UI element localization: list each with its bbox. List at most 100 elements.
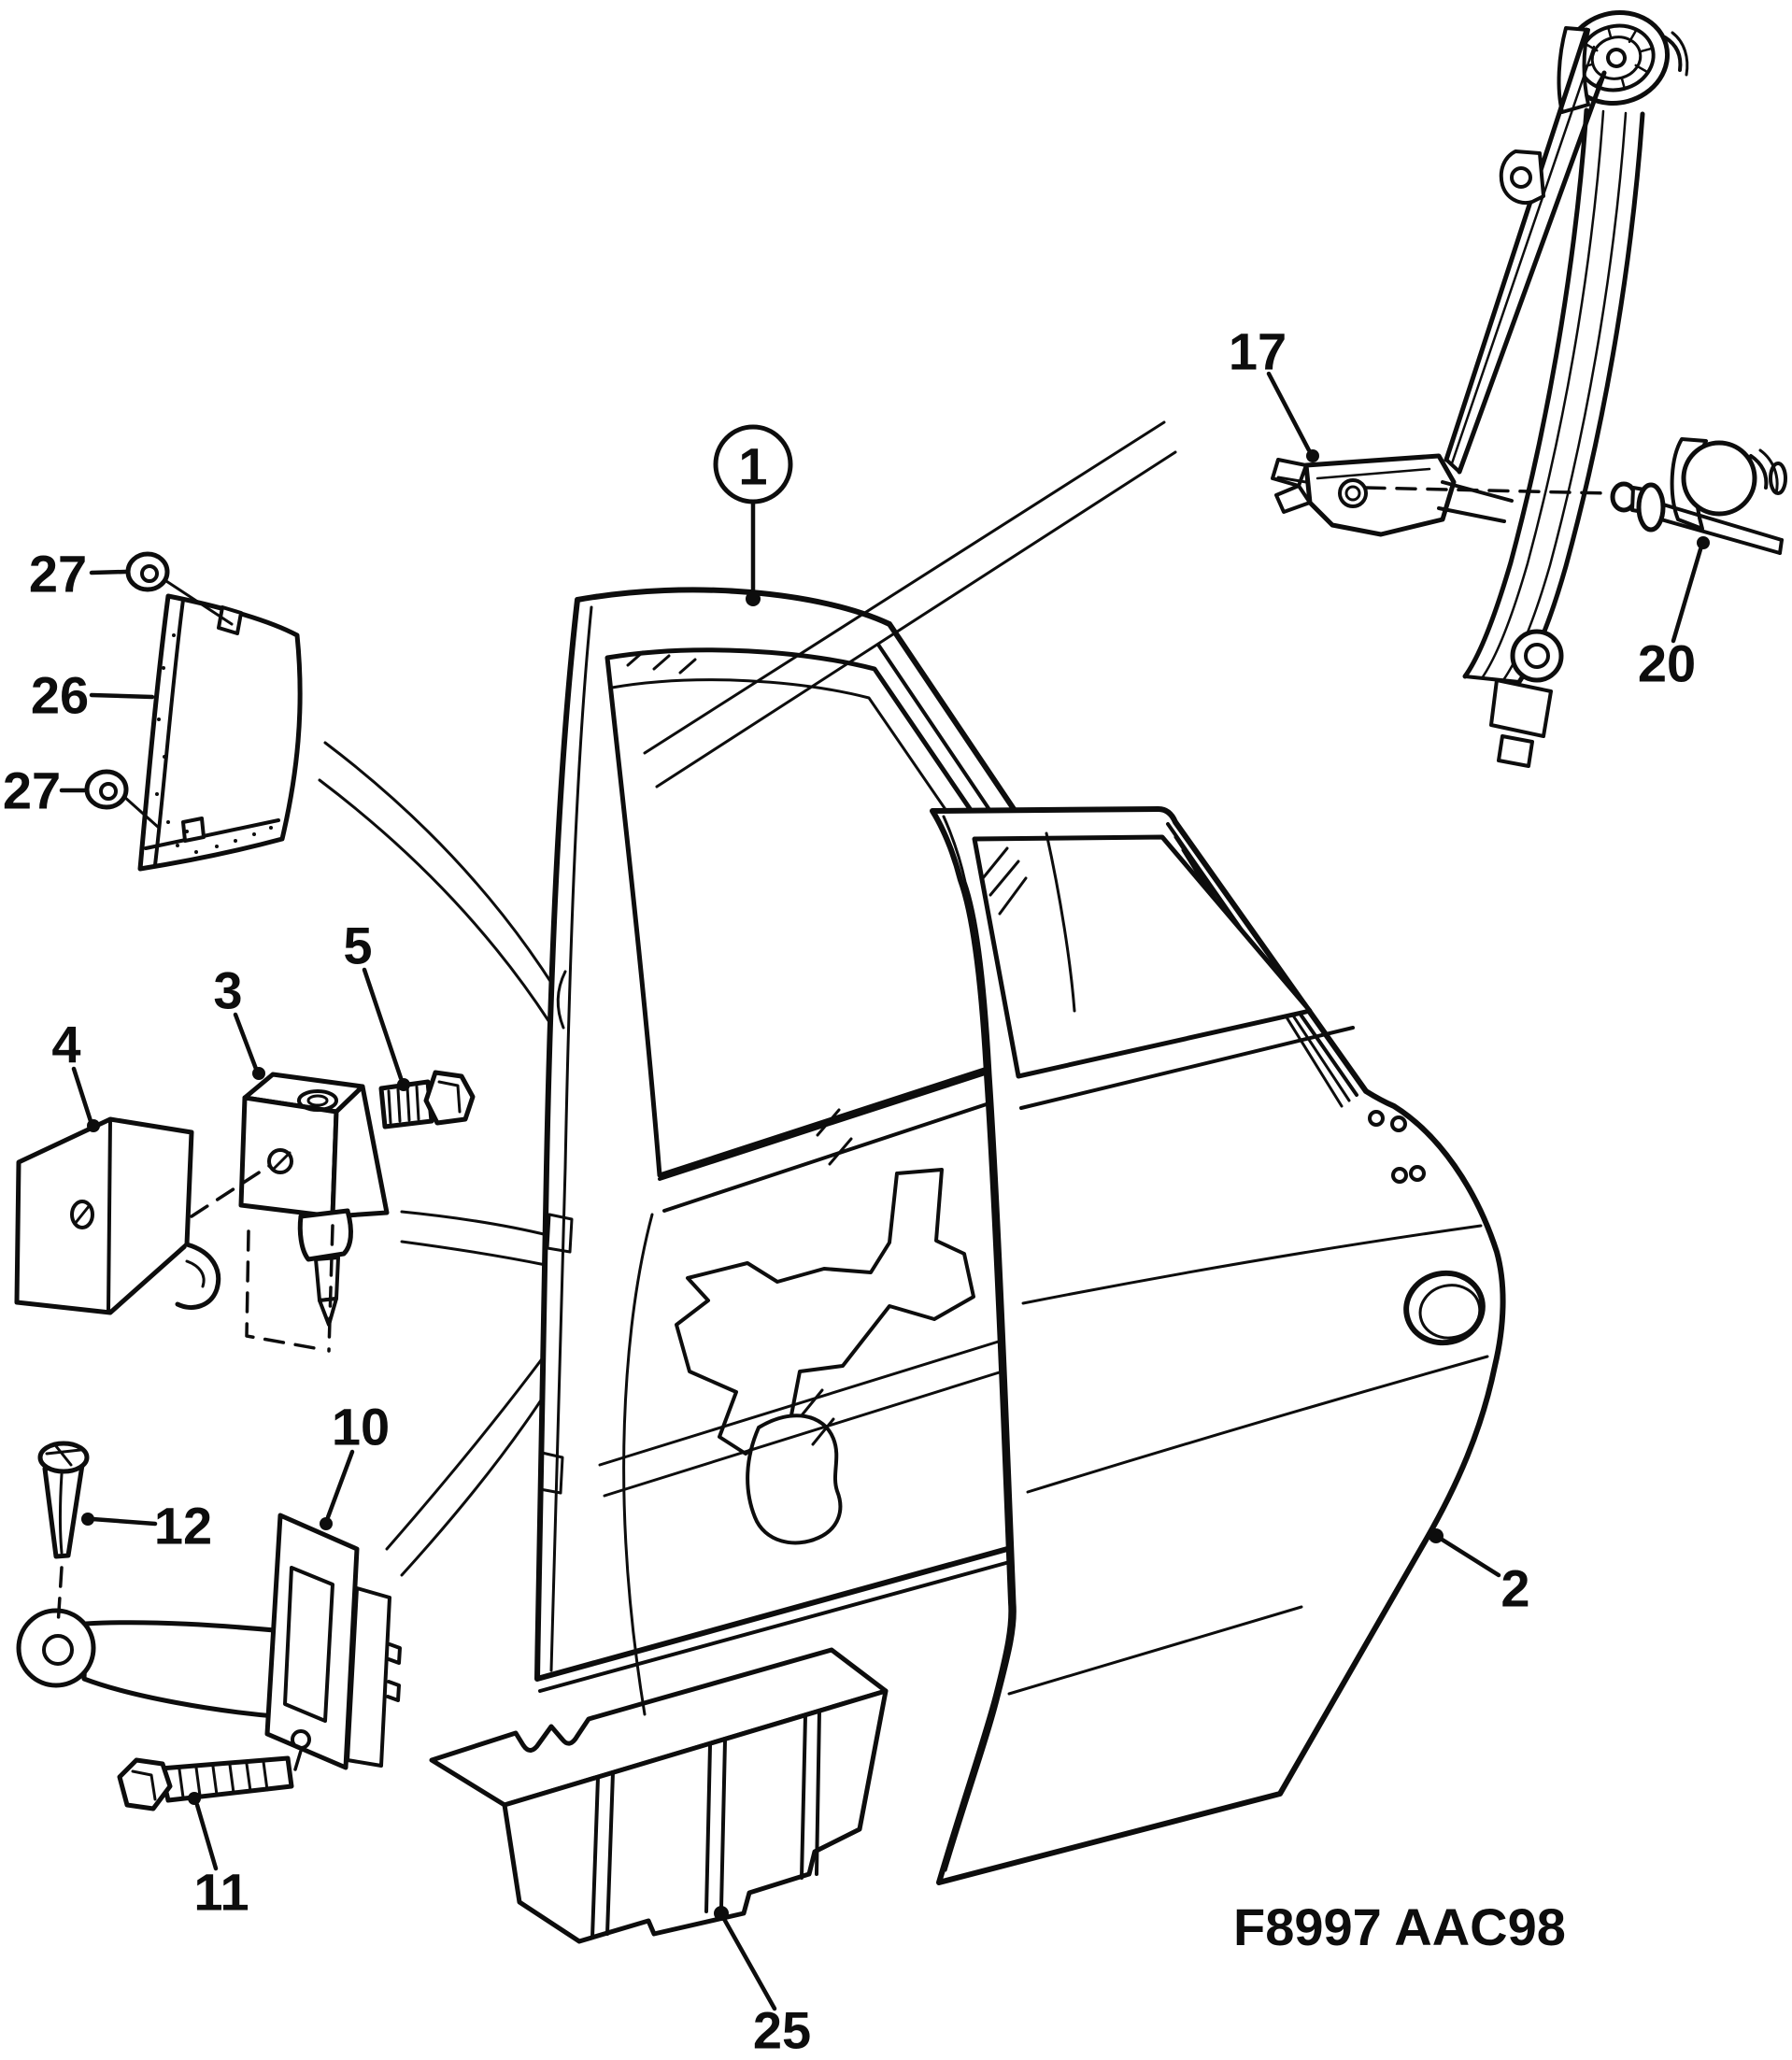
callout-3-label: 3 [213, 961, 242, 1020]
regulator-lower-roller [1489, 629, 1564, 768]
callout-10-label: 10 [332, 1398, 390, 1456]
callout-27a: 27 [29, 545, 128, 604]
pillar-rivet [1409, 1165, 1426, 1182]
callout-12: 12 [81, 1497, 212, 1556]
stop-bracket-slot-bottom [181, 817, 206, 843]
regulator-fork-bracket [1271, 453, 1457, 537]
hinge-bracket-curl [175, 1242, 221, 1310]
outer-door-hem-line [942, 815, 1017, 1872]
callout-5-label: 5 [343, 916, 372, 975]
hinge-bracket-plate [14, 1116, 194, 1315]
callout-1: 1 [713, 424, 793, 606]
callout-25-label: 25 [753, 2001, 811, 2060]
check-strap-rear-plate [346, 1586, 391, 1768]
leader-dot [714, 1906, 729, 1921]
inner-door-window-aperture [604, 647, 1007, 1178]
check-strap-bolt [117, 1749, 303, 1811]
callout-2: 2 [1429, 1528, 1530, 1618]
regulator-rod [1610, 481, 1784, 555]
callout-25: 25 [714, 1906, 811, 2060]
callout-4-label: 4 [51, 1016, 80, 1074]
regulator-cutout-upper [675, 1168, 975, 1456]
figure-code: F8997 AAC98 [1233, 1897, 1566, 1956]
callout-27a-label: 27 [29, 545, 87, 604]
screw-axis-line [164, 579, 234, 626]
check-strap-pin [37, 1441, 90, 1627]
check-strap-plate-slot [283, 1566, 334, 1723]
callout-3: 3 [213, 961, 265, 1080]
door-handle-opening [1403, 1270, 1486, 1346]
callout-11: 11 [188, 1792, 249, 1922]
callout-27b-label: 27 [3, 761, 61, 820]
foam-block-position-line [622, 1213, 654, 1716]
callout-20-label: 20 [1638, 634, 1696, 693]
callout-2-label: 2 [1500, 1559, 1529, 1618]
callout-circle [713, 424, 793, 504]
callout-26-label: 26 [31, 666, 89, 725]
stipple-shading [155, 633, 273, 854]
callout-5: 5 [343, 916, 410, 1091]
regulator-cutout-lower [746, 1414, 843, 1545]
check-strap-eye [16, 1608, 96, 1688]
screw-axis-line [121, 794, 161, 830]
check-strap-assembly [16, 1441, 402, 1811]
regulator-rail [1462, 107, 1645, 685]
hinge-pin [314, 1256, 340, 1302]
inner-door-bottom-edge [538, 1556, 1025, 1693]
callout-11-label: 11 [193, 1863, 249, 1922]
pillar-rivet [1390, 1115, 1407, 1132]
hinge-bolt [378, 1070, 476, 1129]
regulator-lift-arm [1444, 27, 1607, 475]
outer-door-outline [930, 806, 1506, 1885]
outer-door-panel [930, 806, 1506, 1885]
hinge-pin-bushing [297, 1208, 353, 1262]
regulator-motor [1670, 437, 1787, 531]
hinge-block-side [330, 1084, 390, 1219]
callout-20: 20 [1638, 536, 1710, 693]
check-strap-arm [81, 1620, 288, 1720]
inner-door-hem-line [549, 605, 593, 1672]
stop-bracket-slot-top [217, 605, 243, 635]
outer-door-belt-line [1019, 1026, 1355, 1110]
inner-door-belt-line [658, 1065, 1007, 1181]
locating-lines [318, 741, 557, 1577]
stop-bracket-plate [137, 593, 303, 872]
leader-dot [252, 1067, 265, 1080]
rod-axis-dashed-line [1364, 486, 1611, 495]
inner-door-seen-through-window [1045, 831, 1076, 1013]
pillar-rivet [1391, 1167, 1408, 1184]
stop-bracket [84, 551, 303, 872]
washer [84, 769, 129, 810]
callout-17-label: 17 [1229, 322, 1287, 381]
leader-dot [81, 1513, 94, 1526]
callout-1-label: 1 [738, 437, 767, 496]
hinge-assembly [14, 1070, 476, 1353]
foam-block-ribs [590, 1709, 821, 1939]
callout-26: 26 [31, 666, 155, 725]
leader-dot [1697, 536, 1710, 549]
leader-dot [746, 591, 761, 606]
hinge-bracket-hole [70, 1200, 94, 1229]
check-strap-bolt-hole [291, 1729, 311, 1750]
regulator-position-lines [643, 420, 1177, 788]
rail-mount-bracket [1499, 149, 1545, 205]
callout-4: 4 [51, 1016, 100, 1132]
pillar-rivet [1368, 1110, 1385, 1127]
callout-12-label: 12 [154, 1497, 212, 1556]
foam-block-front-face [502, 1688, 889, 1944]
leader-dot [397, 1078, 410, 1091]
foam-block-top-face [429, 1647, 889, 1808]
callout-10: 10 [320, 1398, 390, 1530]
washer [125, 551, 170, 592]
callout-17: 17 [1229, 322, 1319, 462]
regulator-cable-spool [1562, 9, 1671, 107]
leader-dot [320, 1517, 333, 1530]
window-regulator [1271, 9, 1787, 768]
leader-dot [1429, 1528, 1444, 1543]
leader-dot [1306, 449, 1319, 462]
hinge-block-hole [267, 1148, 293, 1174]
callouts: 1 2 3 4 5 10 11 [3, 322, 1710, 2060]
leader-dot [87, 1119, 100, 1132]
